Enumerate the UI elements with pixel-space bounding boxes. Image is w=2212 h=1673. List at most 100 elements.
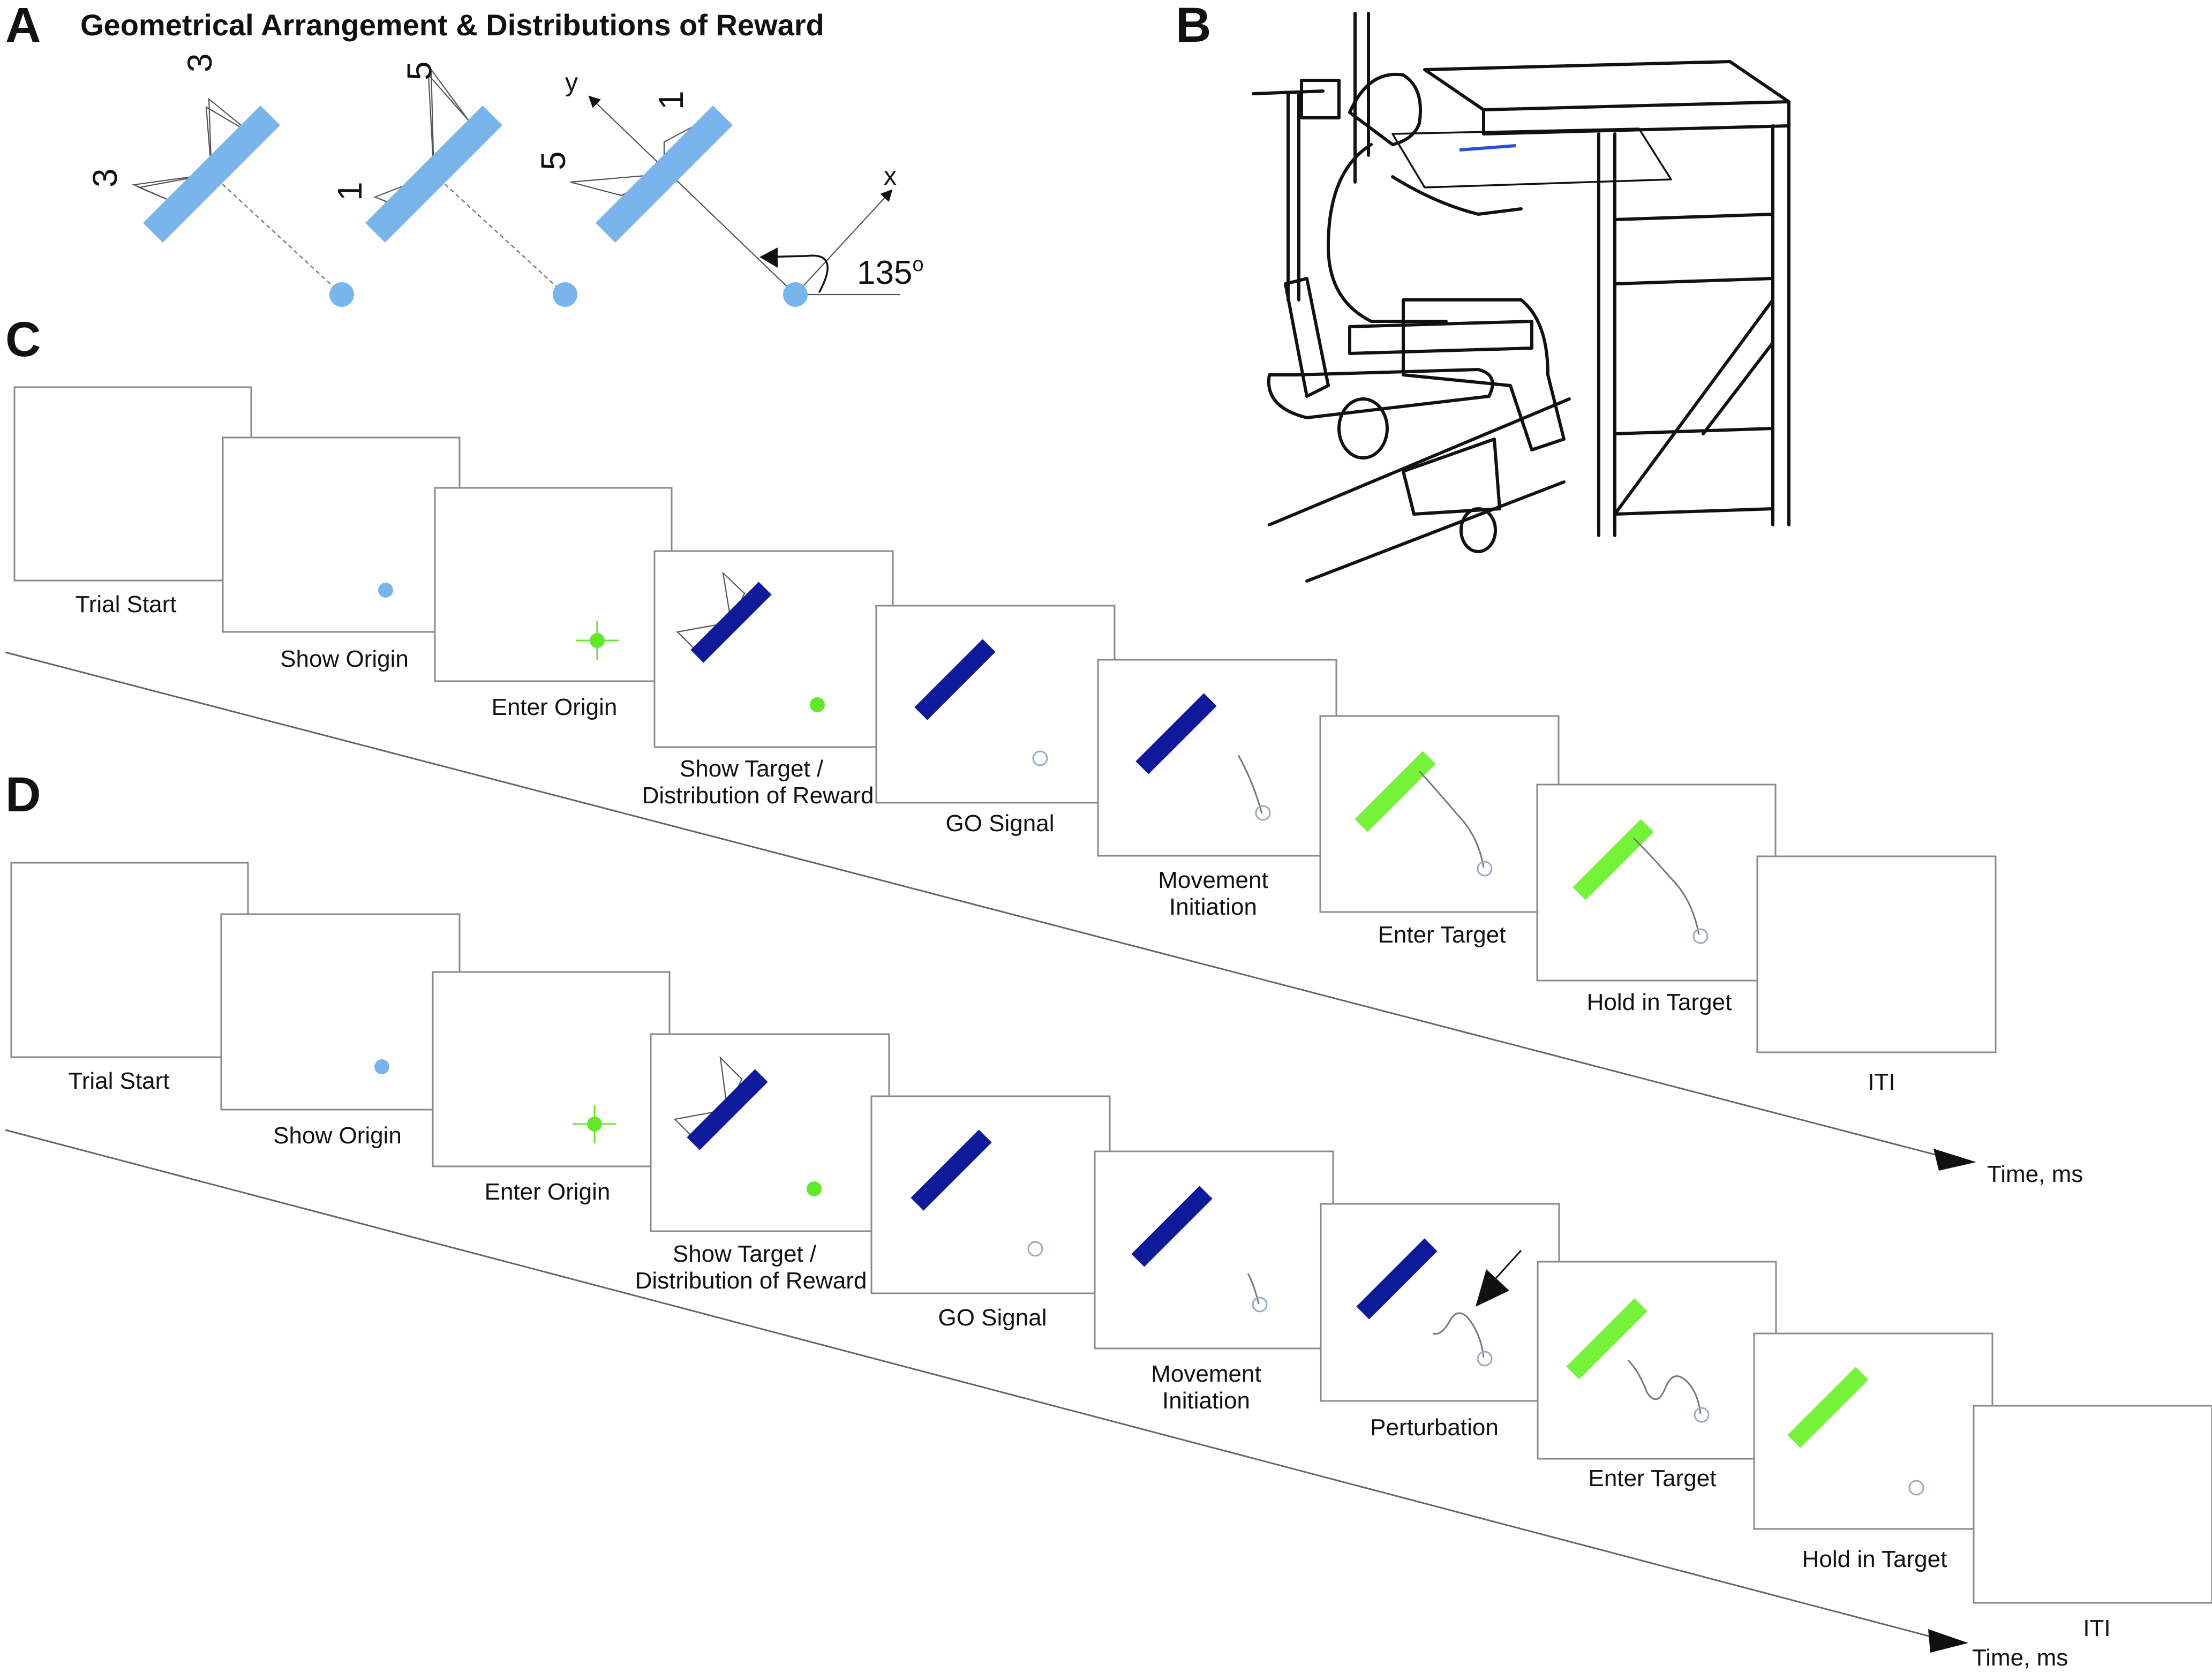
- caption-enter-target: Enter Target: [1589, 1465, 1717, 1491]
- target-bar-fill: [911, 1129, 992, 1211]
- origin-ring: [1692, 928, 1709, 944]
- target-bar: [914, 639, 996, 720]
- target-bar: [911, 1129, 992, 1211]
- origin-ring: [1252, 1297, 1268, 1313]
- target-bar: [1566, 1298, 1647, 1380]
- frame-movement-initiation: [1097, 659, 1337, 857]
- caption-iti: ITI: [1868, 1069, 1895, 1095]
- caption-show-target-line1: Show Target /: [680, 756, 824, 782]
- timeline-axis: [5, 1129, 1939, 1640]
- origin-dot: [783, 282, 808, 307]
- perturbation-arrowhead: [1476, 1269, 1509, 1307]
- person-legs: [1402, 298, 1566, 451]
- head-restraint-rod: [1252, 89, 1325, 302]
- wheel-left: [1337, 397, 1389, 459]
- person-arm: [1391, 175, 1523, 216]
- target-bar: [1573, 819, 1654, 900]
- panel-c: C Time, ms: [5, 312, 2083, 1187]
- angle-label: 135o: [857, 253, 924, 291]
- panel-a-letter: A: [5, 0, 41, 52]
- caption-trial-start: Trial Start: [68, 1068, 169, 1094]
- origin-ring: [1477, 1351, 1493, 1367]
- caption-go-signal: GO Signal: [938, 1305, 1047, 1331]
- caption-iti: ITI: [2083, 1615, 2110, 1641]
- chair-seat: [1267, 368, 1494, 419]
- caption-trial-start: Trial Start: [75, 591, 176, 617]
- target-bar: [1356, 1238, 1438, 1320]
- frame-show-origin: [222, 436, 461, 633]
- angle-unit: o: [912, 253, 923, 276]
- screen-frame: [1536, 783, 1777, 982]
- screen-frame: [432, 971, 671, 1167]
- origin-ring: [1694, 1407, 1710, 1423]
- target-bar: [1355, 751, 1436, 832]
- person-head: [1348, 72, 1422, 146]
- frame-enter-target: [1537, 1261, 1777, 1460]
- hand-trajectory: [1418, 770, 1485, 868]
- perturbation-arrow-shaft: [1493, 1249, 1522, 1281]
- angle-arrowhead: [759, 247, 778, 268]
- time-axis-label: Time, ms: [1972, 1645, 2068, 1671]
- head-restraint-block: [1300, 79, 1341, 119]
- floor-rail: [1268, 397, 1571, 583]
- timeline-arrowhead: [1928, 1629, 1968, 1653]
- origin-dot: [329, 282, 354, 307]
- screen-frame: [220, 913, 461, 1111]
- frame-enter-target: [1319, 715, 1560, 913]
- origin-ring: [1477, 861, 1493, 877]
- target-bar-fill: [1787, 1367, 1869, 1448]
- target-bar: [690, 582, 772, 663]
- distribution-upper-label: 5: [400, 61, 439, 80]
- target-bar: [1787, 1367, 1869, 1448]
- frame-movement-initiation: [1094, 1150, 1334, 1350]
- screen-frame: [1094, 1150, 1334, 1350]
- caption-show-target-line2: Distribution of Reward: [642, 782, 874, 809]
- frame-show-target: [653, 550, 894, 748]
- distribution-upper-label: 1: [652, 91, 690, 110]
- caption-enter-origin: Enter Origin: [485, 1179, 611, 1205]
- table-top: [1423, 60, 1790, 111]
- screen-frame: [10, 862, 249, 1058]
- caption-movement-line1: Movement: [1158, 867, 1268, 893]
- target-bar-fill: [1355, 751, 1436, 832]
- origin-dot: [378, 583, 393, 598]
- origin-dot: [590, 633, 605, 648]
- panel-c-letter: C: [5, 312, 41, 367]
- distribution-lower-label: 3: [86, 168, 124, 187]
- angle-value: 135: [857, 254, 912, 291]
- person-torso: [1327, 143, 1448, 323]
- origin-to-target-dash: [433, 174, 566, 295]
- frame-show-origin: [220, 913, 461, 1111]
- target-bar: [596, 105, 733, 243]
- screen-frame: [650, 1033, 890, 1232]
- origin-ring: [1032, 750, 1048, 766]
- panel-d: D Time, ms: [5, 767, 2212, 1671]
- screen-frame: [1320, 1203, 1560, 1402]
- target-bar-fill: [143, 105, 280, 243]
- panel-b-letter: B: [1176, 0, 1211, 52]
- origin-ring: [1908, 1480, 1924, 1496]
- caption-hold-in-target: Hold in Target: [1587, 989, 1732, 1015]
- frame-perturbation: [1320, 1203, 1560, 1402]
- screen-frame: [1756, 855, 1997, 1053]
- target-bar-fill: [914, 639, 996, 720]
- frame-hold-in-target: [1536, 783, 1777, 982]
- angle-arc: [762, 254, 829, 293]
- frame-hold-in-target: [1753, 1332, 1993, 1530]
- screen-frame: [870, 1095, 1111, 1294]
- target-bar-fill: [596, 105, 733, 243]
- target-bar: [1131, 1186, 1213, 1267]
- target-bar-fill: [365, 105, 502, 243]
- target-bar-fill: [1356, 1238, 1438, 1320]
- screen-frame: [13, 386, 252, 582]
- target-bar-fill: [690, 582, 772, 663]
- timeline-arrowhead: [1933, 1149, 1976, 1171]
- frame-iti: [1973, 1405, 2212, 1604]
- caption-enter-origin: Enter Origin: [492, 694, 618, 720]
- distribution-lower-label: 1: [330, 182, 369, 201]
- arrangement-1-5: y x 1 5 135o: [534, 69, 924, 307]
- frame-iti: [1756, 855, 1997, 1053]
- hand-trajectory: [1247, 1273, 1260, 1305]
- target-bar-fill: [1566, 1298, 1647, 1380]
